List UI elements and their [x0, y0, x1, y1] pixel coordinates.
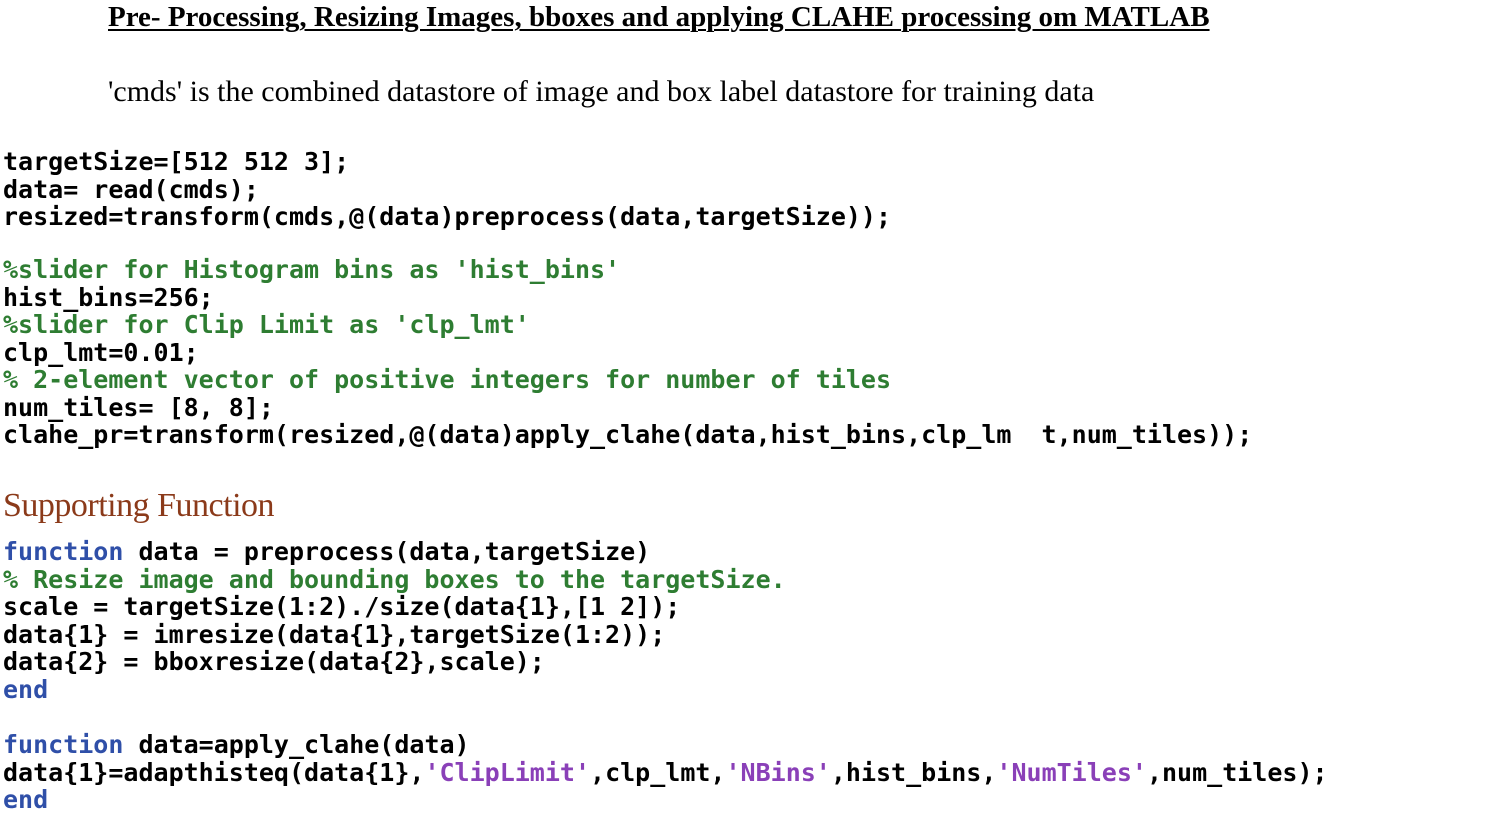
code-fragment: ,clp_lmt, [590, 757, 726, 787]
page-title: Pre- Processing, Resizing Images, bboxes… [108, 1, 1210, 33]
keyword-end: end [3, 785, 49, 814]
string-literal: 'ClipLimit' [424, 757, 591, 787]
code-comment: % Resize image and bounding boxes to the… [3, 564, 786, 594]
code-block-clahe-params: %slider for Histogram bins as 'hist_bins… [3, 256, 1252, 449]
page-subtitle: 'cmds' is the combined datastore of imag… [108, 75, 1095, 108]
function-signature: data=apply_clahe(data) [123, 730, 470, 759]
code-comment: % 2-element vector of positive integers … [3, 365, 892, 394]
code-comment: %slider for Histogram bins as 'hist_bins… [3, 255, 621, 284]
code-fragment: data{1}=adapthisteq(data{1}, [3, 757, 425, 787]
string-literal: 'NBins' [725, 757, 831, 787]
code-comment: %slider for Clip Limit as 'clp_lmt' [3, 310, 530, 339]
code-line: function data = preprocess(data,targetSi… [3, 538, 786, 566]
code-line: data{1}=adapthisteq(data{1},'ClipLimit',… [3, 757, 1328, 787]
code-block-preprocess-setup: targetSize=[512 512 3];data= read(cmds);… [3, 148, 891, 231]
code-line: function data=apply_clahe(data) [3, 731, 1328, 759]
code-line: hist_bins=256; [3, 282, 214, 312]
code-line: clahe_pr=transform(resized,@(data)apply_… [3, 420, 1253, 449]
code-block-apply-clahe-function: function data=apply_clahe(data)data{1}=a… [3, 731, 1328, 814]
function-signature: data = preprocess(data,targetSize) [123, 537, 651, 566]
code-line: resized=transform(cmds,@(data)preprocess… [3, 202, 892, 231]
keyword-end: end [3, 674, 49, 704]
code-fragment: ,hist_bins, [830, 757, 997, 787]
keyword-function: function [3, 730, 124, 759]
code-line: data{2} = bboxresize(data{2},scale); [3, 647, 545, 676]
code-line: scale = targetSize(1:2)./size(data{1},[1… [3, 592, 681, 621]
code-line: clp_lmt=0.01; [3, 337, 199, 367]
code-fragment: ,num_tiles); [1146, 757, 1328, 787]
code-line: data= read(cmds); [3, 174, 259, 204]
string-literal: 'NumTiles' [996, 757, 1147, 787]
code-line: num_tiles= [8, 8]; [3, 392, 274, 422]
code-block-preprocess-function: function data = preprocess(data,targetSi… [3, 538, 786, 703]
code-line: data{1} = imresize(data{1},targetSize(1:… [3, 619, 666, 649]
keyword-function: function [3, 537, 124, 566]
section-heading-supporting-function: Supporting Function [3, 487, 275, 524]
code-line: targetSize=[512 512 3]; [3, 147, 350, 176]
